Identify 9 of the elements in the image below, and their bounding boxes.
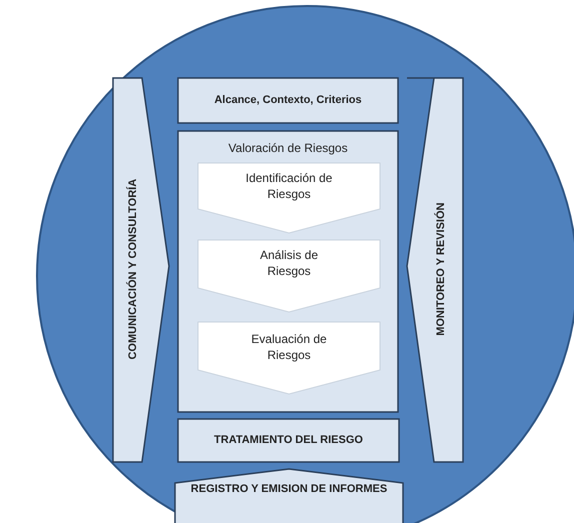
step-label: Análisis de Riesgos [258, 248, 320, 280]
step-label: COMUNICACIÓN Y CONSULTORÍA [126, 178, 140, 362]
step-label: Alcance, Contexto, Criterios [213, 92, 363, 107]
step-label: Evaluación de Riesgos [250, 332, 328, 364]
step-label: MONITOREO Y REVISIÓN [434, 202, 448, 338]
step-label: REGISTRO Y EMISION DE INFORMES [190, 482, 388, 496]
group-title: Valoración de Riesgos [227, 141, 349, 157]
step-label: TRATAMIENTO DEL RIESGO [213, 432, 364, 447]
step-label: Identificación de Riesgos [244, 171, 334, 202]
